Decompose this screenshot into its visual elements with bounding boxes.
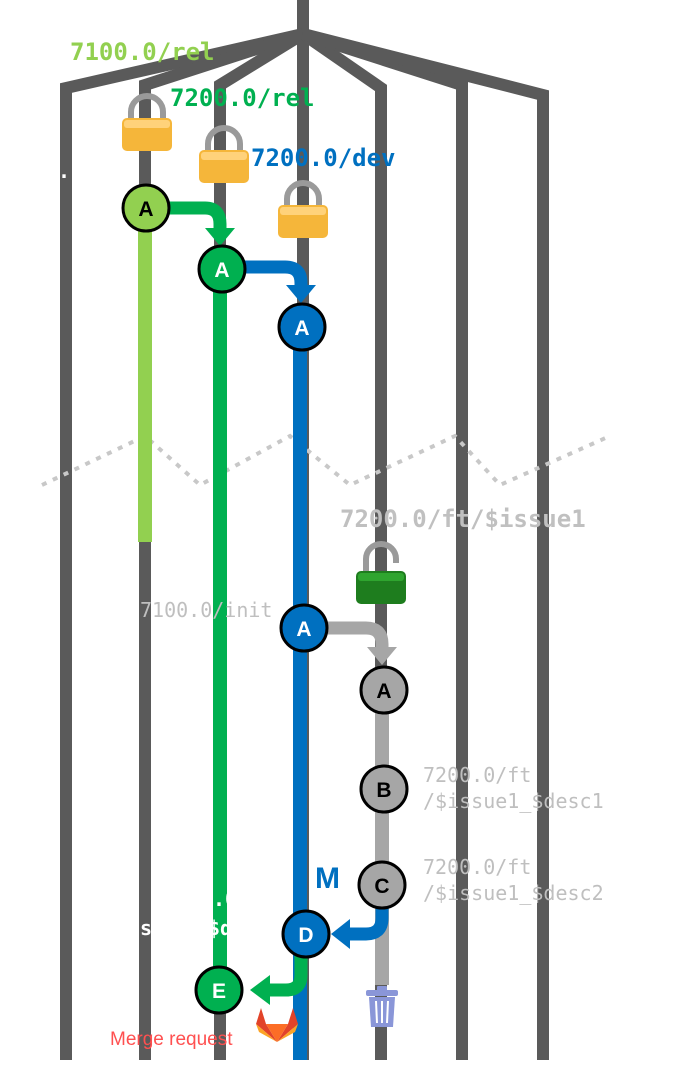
node-7200-rel-a[interactable]: A bbox=[197, 244, 247, 294]
node-label: E bbox=[212, 980, 226, 1003]
node-7200-dev-a[interactable]: A bbox=[277, 302, 327, 352]
label-ft-issue1: 7200.0/ft/$issue1 bbox=[340, 505, 586, 533]
padlock-icon bbox=[199, 125, 249, 183]
label-merge-marker: M bbox=[315, 862, 340, 895]
node-feature-b[interactable]: B bbox=[359, 764, 409, 814]
trunk-branch-1 bbox=[60, 28, 305, 1060]
arrow-7100-to-7200-rel bbox=[165, 201, 227, 232]
node-feature-a[interactable]: A bbox=[359, 665, 409, 715]
trunk-branch-2 bbox=[139, 28, 305, 1060]
node-feature-c[interactable]: C bbox=[357, 860, 407, 910]
label-ft-desc2-line2: /$issue1_$desc2 bbox=[423, 881, 604, 905]
node-label: A bbox=[296, 618, 311, 641]
node-label: A bbox=[294, 317, 309, 340]
arrowhead-7200-rel-to-dev bbox=[286, 285, 316, 303]
arrow-dev-to-feature bbox=[322, 621, 389, 650]
label-hidden-left-2: .0 bbox=[213, 887, 237, 911]
label-ft-desc2-line1: 7200.0/ft bbox=[423, 855, 531, 879]
label-7100-rel: 7100.0/rel bbox=[70, 38, 215, 66]
label-ft-desc1-line1: 7200.0/ft bbox=[423, 763, 531, 787]
label-hidden-left-1: 0. bbox=[46, 159, 70, 183]
node-label: A bbox=[138, 198, 153, 221]
arrowhead-7100-to-7200-rel bbox=[205, 228, 235, 246]
arrowhead-feature-to-dev bbox=[331, 919, 350, 949]
node-label: A bbox=[214, 259, 229, 282]
node-label: B bbox=[376, 779, 391, 802]
node-7200-dev-init-a[interactable]: A bbox=[279, 603, 329, 653]
arrowhead-dev-to-rel bbox=[250, 975, 270, 1005]
label-hidden-left-4: $d bbox=[208, 916, 232, 940]
arrow-feature-to-dev bbox=[348, 905, 389, 941]
arrow-7200-rel-to-dev bbox=[242, 260, 308, 288]
trash-bin-icon bbox=[366, 986, 398, 1027]
node-7100-rel-a[interactable]: A bbox=[121, 183, 171, 233]
arrowhead-dev-to-feature bbox=[367, 647, 397, 665]
label-7200-rel: 7200.0/rel bbox=[170, 84, 315, 112]
label-hidden-left-3: ss bbox=[128, 916, 152, 940]
label-merge-request: Merge request bbox=[110, 1029, 233, 1050]
node-label: A bbox=[376, 680, 391, 703]
arrow-dev-to-rel bbox=[268, 955, 308, 997]
time-break-line bbox=[41, 433, 611, 488]
node-label: D bbox=[298, 924, 313, 947]
trunk-branch-7 bbox=[301, 28, 549, 1060]
label-7200-dev: 7200.0/dev bbox=[251, 144, 396, 172]
node-dev-d[interactable]: D bbox=[281, 909, 331, 959]
padlock-icon bbox=[122, 93, 172, 151]
label-7100-init: 7100.0/init bbox=[140, 598, 272, 622]
node-label: C bbox=[374, 875, 389, 898]
gitlab-fox-icon bbox=[256, 1008, 298, 1042]
label-ft-desc1-line2: /$issue1_$desc1 bbox=[423, 789, 604, 813]
padlock-icon bbox=[278, 180, 328, 238]
node-rel-e[interactable]: E bbox=[194, 965, 244, 1015]
padlock-open-icon bbox=[356, 541, 406, 604]
